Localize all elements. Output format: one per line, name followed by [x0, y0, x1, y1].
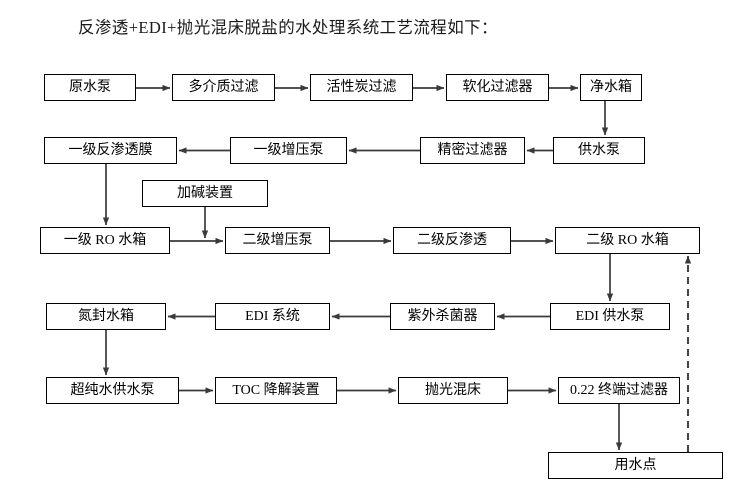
node-label: 抛光混床: [425, 382, 481, 398]
node-label: EDI 系统: [245, 308, 300, 324]
node-label: 软化过滤器: [462, 79, 533, 95]
node-edi-feed-pump[interactable]: EDI 供水泵: [550, 303, 670, 330]
node-precision-filter[interactable]: 精密过滤器: [420, 137, 525, 164]
node-terminal-filter-022[interactable]: 0.22 终端过滤器: [558, 377, 680, 404]
node-label: 一级 RO 水箱: [63, 232, 147, 248]
node-softening-filter[interactable]: 软化过滤器: [446, 74, 549, 101]
node-label: 加碱装置: [177, 185, 233, 201]
node-raw-water-pump[interactable]: 原水泵: [44, 74, 136, 101]
node-ultrapure-water-feed-pump[interactable]: 超纯水供水泵: [46, 377, 179, 404]
node-label: 一级增压泵: [253, 142, 324, 158]
page-title: 反渗透+EDI+抛光混床脱盐的水处理系统工艺流程如下：: [78, 18, 498, 37]
node-polishing-mixed-bed[interactable]: 抛光混床: [398, 377, 508, 404]
node-ro1-water-tank[interactable]: 一级 RO 水箱: [40, 227, 170, 254]
node-label: 氮封水箱: [78, 308, 134, 324]
node-label: 二级增压泵: [242, 232, 313, 248]
node-point-of-use[interactable]: 用水点: [548, 452, 723, 479]
node-ro1-membrane[interactable]: 一级反渗透膜: [44, 137, 177, 164]
node-clean-water-tank[interactable]: 净水箱: [580, 74, 642, 101]
node-label: 净水箱: [590, 79, 632, 95]
node-label: 用水点: [614, 457, 657, 473]
node-multimedia-filter[interactable]: 多介质过滤: [172, 74, 275, 101]
node-label: 精密过滤器: [437, 142, 508, 158]
node-feed-water-pump[interactable]: 供水泵: [553, 137, 645, 164]
node-toc-reduction-device[interactable]: TOC 降解装置: [215, 377, 337, 404]
node-alkali-dosing-device[interactable]: 加碱装置: [142, 180, 268, 207]
node-ro2-membrane[interactable]: 二级反渗透: [393, 227, 511, 254]
node-label: 二级 RO 水箱: [586, 232, 669, 248]
node-label: 二级反渗透: [417, 232, 487, 248]
node-label: TOC 降解装置: [232, 382, 320, 398]
node-nitrogen-sealed-tank[interactable]: 氮封水箱: [46, 303, 166, 330]
node-booster-pump-1[interactable]: 一级增压泵: [230, 137, 347, 164]
node-edi-system[interactable]: EDI 系统: [215, 303, 330, 330]
node-label: 0.22 终端过滤器: [570, 382, 668, 398]
node-label: 多介质过滤: [188, 79, 259, 95]
node-label: 原水泵: [69, 79, 111, 95]
node-label: 超纯水供水泵: [70, 382, 155, 398]
node-booster-pump-2[interactable]: 二级增压泵: [225, 227, 330, 254]
node-activated-carbon-filter[interactable]: 活性炭过滤: [310, 74, 413, 101]
node-label: 活性炭过滤: [326, 79, 397, 95]
node-label: 供水泵: [578, 142, 620, 158]
node-label: 紫外杀菌器: [407, 308, 478, 324]
node-ro2-water-tank[interactable]: 二级 RO 水箱: [555, 227, 700, 254]
node-uv-sterilizer[interactable]: 紫外杀菌器: [390, 303, 495, 330]
node-label: 一级反渗透膜: [68, 142, 153, 158]
node-label: EDI 供水泵: [575, 308, 645, 324]
